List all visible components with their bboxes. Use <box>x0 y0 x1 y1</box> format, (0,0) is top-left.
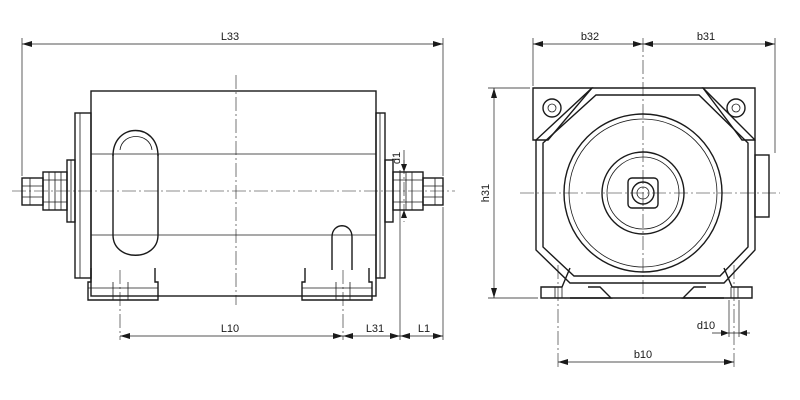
dimension-b10: b10 <box>558 349 734 365</box>
terminal-ring <box>112 130 159 157</box>
dimension-d1: d1 <box>391 150 407 218</box>
label-h31: h31 <box>480 184 492 202</box>
left-mounting-ear <box>532 87 594 141</box>
dimension-L10: L10 <box>120 323 343 339</box>
right-end-shield <box>375 112 386 279</box>
front-feet <box>540 267 753 299</box>
label-L10: L10 <box>221 323 239 335</box>
side-view: L33 L10 L31 L1 d1 <box>12 31 455 340</box>
dimension-b32: b32 <box>533 31 643 47</box>
front-view: b32 b31 h31 d10 b10 <box>480 31 780 370</box>
side-terminal-box <box>754 154 770 218</box>
dimension-d10: d10 <box>697 320 750 336</box>
motor-housing <box>90 90 377 297</box>
label-L31: L31 <box>366 323 384 335</box>
right-foot <box>301 268 373 301</box>
label-d1: d1 <box>391 152 403 164</box>
housing-cap <box>331 225 353 270</box>
label-L1: L1 <box>418 323 430 335</box>
label-b32: b32 <box>581 31 599 43</box>
dimension-L33: L33 <box>22 31 443 47</box>
octagonal-frame <box>535 87 756 284</box>
left-end-shield <box>74 112 92 279</box>
label-L33: L33 <box>221 31 239 43</box>
label-b31: b31 <box>697 31 715 43</box>
dimension-L31: L31 <box>343 323 400 339</box>
label-b10: b10 <box>634 349 652 361</box>
left-foot <box>87 268 159 301</box>
dimension-b31: b31 <box>643 31 775 47</box>
dimension-L1: L1 <box>400 323 443 339</box>
dimension-h31: h31 <box>480 88 497 298</box>
label-d10: d10 <box>697 320 715 332</box>
